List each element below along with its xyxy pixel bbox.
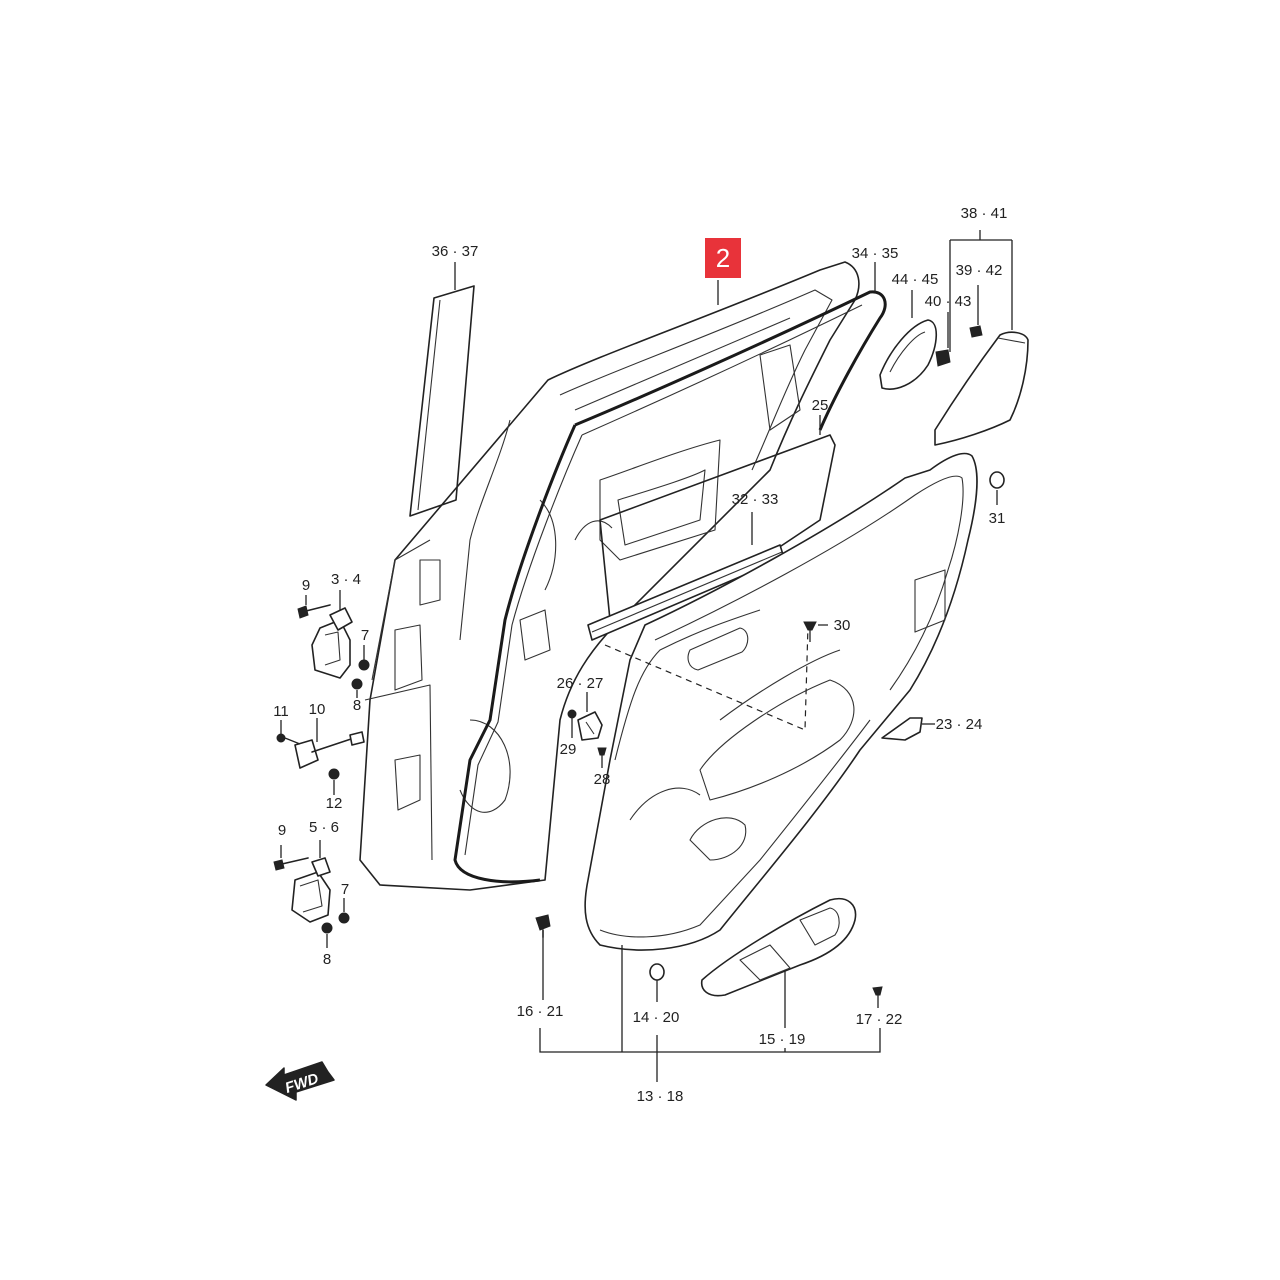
part-7-nut-lower[interactable] [338, 898, 350, 924]
callout-17-22: 17 · 22 [856, 1011, 903, 1028]
callout-31: 31 [989, 510, 1006, 527]
callout-32-33: 32 · 33 [732, 491, 779, 508]
callout-28: 28 [594, 771, 611, 788]
callout-13-18: 13 · 18 [637, 1088, 684, 1105]
highlight-badge-label: 2 [716, 243, 730, 273]
part-34-35-weatherstrip[interactable] [453, 262, 887, 884]
part-23-24-bracket[interactable] [881, 717, 935, 741]
part-17-22-screw[interactable] [872, 986, 883, 1008]
part-9-bolt-lower[interactable] [273, 845, 309, 871]
part-15-19-pull-handle[interactable] [700, 898, 857, 1028]
part-2-door-shell[interactable] [359, 261, 860, 891]
part-36-37-glass-strip[interactable] [409, 262, 475, 517]
part-14-20-cap[interactable] [649, 963, 665, 1002]
part-30-screw[interactable] [803, 621, 828, 642]
part-12-bolt[interactable] [328, 768, 340, 795]
callout-8-upper: 8 [353, 697, 361, 714]
callout-26-27: 26 · 27 [557, 675, 604, 692]
part-29-screw[interactable] [567, 709, 577, 738]
part-3-4-upper-hinge[interactable] [311, 590, 353, 679]
part-9-bolt-upper[interactable] [297, 595, 331, 619]
callout-38-41: 38 · 41 [961, 205, 1008, 222]
part-8-bolt-upper[interactable] [351, 678, 363, 698]
group-13-18-bracket [539, 945, 881, 1082]
part-40-43-clip[interactable] [935, 312, 951, 367]
callout-9-upper: 9 [302, 577, 310, 594]
part-39-42-clip[interactable] [969, 285, 983, 338]
callout-7-lower: 7 [341, 881, 349, 898]
callout-14-20: 14 · 20 [633, 1009, 680, 1026]
callout-10: 10 [309, 701, 326, 718]
callout-16-21: 16 · 21 [517, 1003, 564, 1020]
part-5-6-lower-hinge[interactable] [291, 840, 331, 923]
part-7-nut-upper[interactable] [358, 645, 370, 671]
callout-36-37: 36 · 37 [432, 243, 479, 260]
part-44-45-trim[interactable] [879, 290, 938, 390]
callout-34-35: 34 · 35 [852, 245, 899, 262]
part-26-27-latch[interactable] [577, 692, 603, 741]
callout-labels: 36 · 37 34 · 35 44 · 45 38 · 41 39 · 42 … [273, 205, 1007, 1105]
door-trim-panel[interactable] [584, 452, 978, 951]
callout-40-43: 40 · 43 [925, 293, 972, 310]
callout-44-45: 44 · 45 [892, 271, 939, 288]
callout-29: 29 [560, 741, 577, 758]
callout-30: 30 [834, 617, 851, 634]
part-2-highlight-badge[interactable]: 2 [705, 238, 741, 278]
part-38-41-mirror-cover[interactable] [934, 230, 1029, 446]
callout-9-lower: 9 [278, 822, 286, 839]
part-28-screw[interactable] [597, 747, 607, 768]
callout-8-lower: 8 [323, 951, 331, 968]
callout-7-upper: 7 [361, 627, 369, 644]
callout-11: 11 [273, 703, 289, 720]
callout-12: 12 [326, 795, 343, 812]
callout-39-42: 39 · 42 [956, 262, 1003, 279]
highlight-badge-bg [705, 238, 741, 278]
part-10-check-link[interactable] [294, 718, 365, 769]
callout-15-19: 15 · 19 [759, 1031, 806, 1048]
part-31-plug[interactable] [989, 471, 1005, 505]
callout-3-4: 3 · 4 [331, 571, 361, 588]
callout-25: 25 [812, 397, 829, 414]
part-8-bolt-lower[interactable] [321, 922, 333, 948]
part-11-bolt[interactable] [276, 720, 301, 745]
callout-23-24: 23 · 24 [936, 716, 983, 733]
fwd-direction-arrow: FWD [265, 1061, 335, 1101]
callout-5-6: 5 · 6 [309, 819, 339, 836]
part-16-21-clip[interactable] [535, 914, 551, 1000]
